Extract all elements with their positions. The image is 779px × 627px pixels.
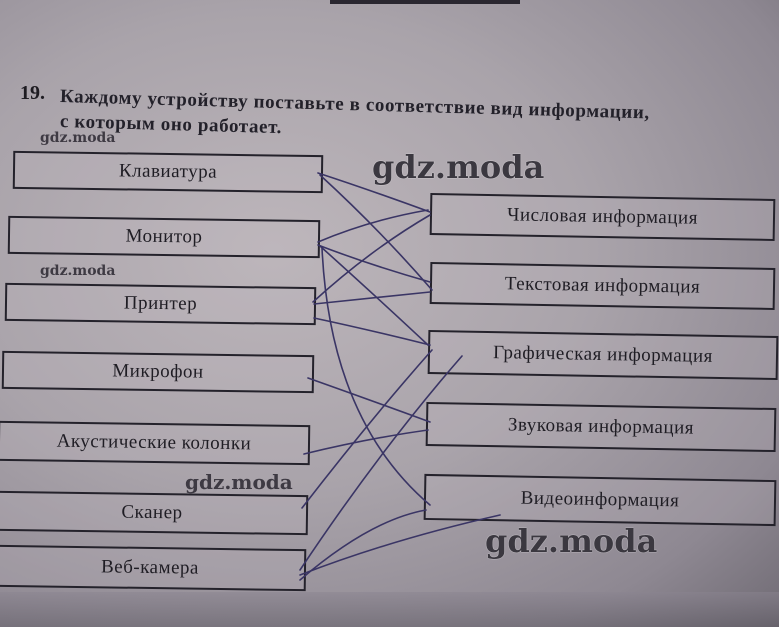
watermark: gdz.moda <box>40 130 116 146</box>
match-line <box>303 429 429 455</box>
watermark: gdz.moda <box>185 470 293 494</box>
match-line <box>321 247 431 506</box>
watermark: gdz.moda <box>40 263 116 279</box>
match-line <box>299 509 427 581</box>
page-top-edge <box>330 0 520 4</box>
match-line <box>317 244 431 283</box>
match-line <box>307 377 431 423</box>
watermark: gdz.moda <box>372 148 545 186</box>
match-line <box>313 317 431 346</box>
page-bottom-shadow <box>0 592 779 627</box>
match-line <box>299 355 463 571</box>
match-line <box>317 172 431 213</box>
match-line <box>313 291 431 305</box>
task-number: 19. <box>20 82 45 104</box>
match-line <box>319 174 433 291</box>
match-line <box>301 349 433 509</box>
match-line <box>299 514 501 576</box>
watermark: gdz.moda <box>485 522 658 560</box>
match-line <box>317 209 429 243</box>
match-line <box>319 245 429 346</box>
match-line <box>312 214 431 303</box>
